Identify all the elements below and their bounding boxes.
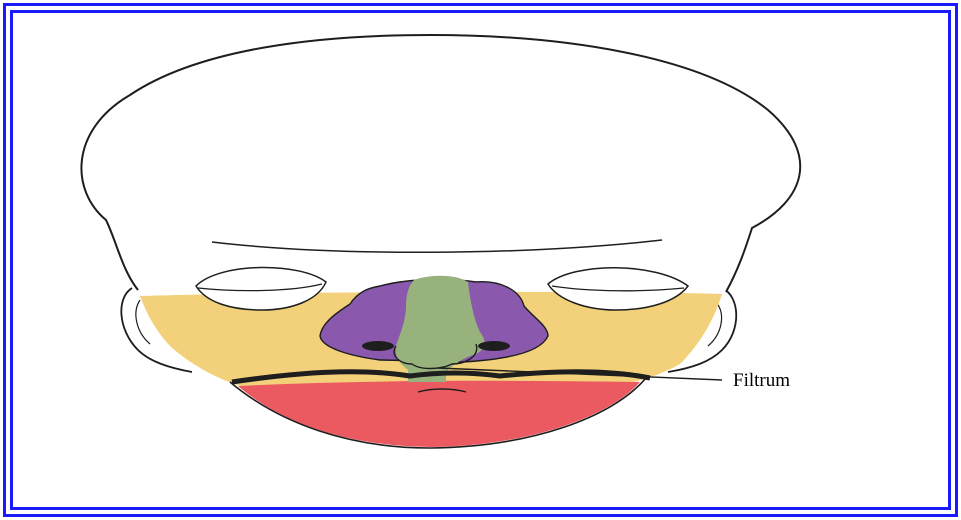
filtrum-label: Filtrum bbox=[733, 370, 790, 391]
right-nostril bbox=[478, 341, 510, 351]
head-outline bbox=[81, 35, 800, 292]
mandibular-region bbox=[238, 381, 640, 447]
left-nostril bbox=[362, 341, 394, 351]
